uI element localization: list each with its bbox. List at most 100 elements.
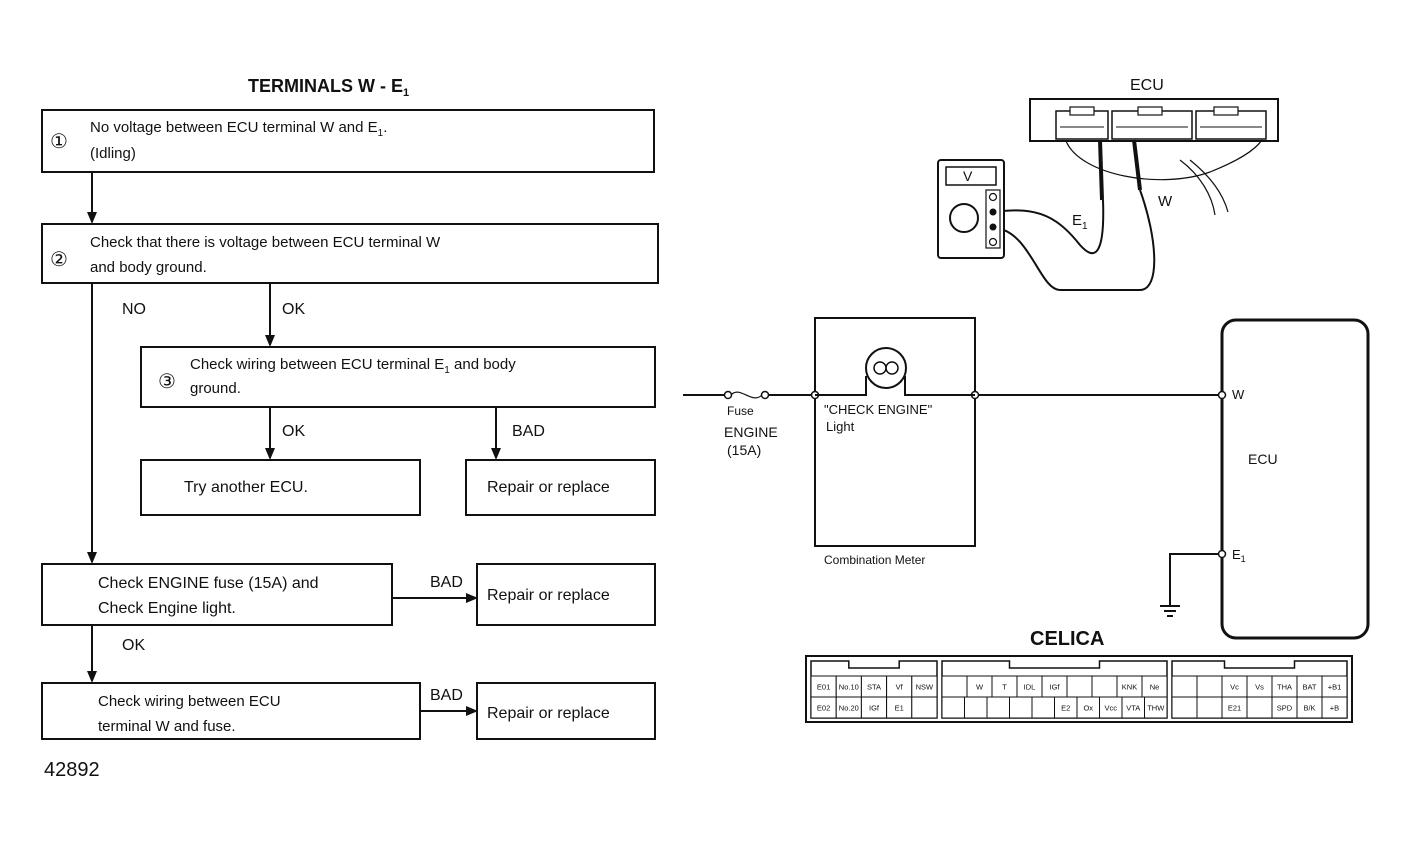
connector-pin-label: THW — [1147, 704, 1165, 713]
arrow-1-2-head — [87, 212, 97, 224]
connector-pin-cell — [1196, 675, 1223, 698]
connector-pin-cell — [941, 675, 968, 698]
connector-pin-cell — [1321, 696, 1348, 719]
step2-number: ② — [50, 249, 68, 271]
ecu-unit-illustration — [1029, 98, 1279, 216]
fuse-terminal-right — [760, 390, 770, 400]
arrow-4-ok-head — [87, 671, 97, 683]
step2-box — [41, 223, 659, 284]
repair-text-2: Repair or replace — [487, 587, 610, 604]
connector-pin-cell — [1066, 675, 1093, 698]
arrow-3-ok-head — [265, 448, 275, 460]
label-bad-2: BAD — [430, 574, 463, 591]
ecu-illustration-label: ECU — [1130, 77, 1164, 94]
label-ok-1: OK — [282, 301, 305, 318]
label-bad-3: BAD — [430, 687, 463, 704]
step2-line1: Check that there is voltage between ECU … — [90, 234, 441, 251]
connector-pin-cell — [1246, 696, 1273, 719]
step1-number: ① — [50, 131, 68, 153]
repair-box-2 — [476, 563, 656, 626]
connector-pin-label: THA — [1277, 683, 1292, 692]
connector-pin-cell — [1091, 675, 1118, 698]
arrow-no-head — [87, 552, 97, 564]
connector-pin-label: IGf — [1049, 683, 1060, 692]
step2-line2: and body ground. — [90, 259, 207, 276]
connector-pin-label: +B — [1330, 704, 1339, 713]
meter-label: Combination Meter — [824, 553, 925, 567]
step4-line2: Check Engine light. — [98, 600, 236, 617]
connector-pin-label: Vc — [1230, 683, 1239, 692]
connector-pin-cell — [1196, 696, 1223, 719]
connector-pin-label: No.20 — [839, 704, 859, 713]
connector-pin-label: E01 — [817, 683, 830, 692]
connector-pin-cell — [1144, 696, 1168, 719]
amp-label: (15A) — [727, 442, 761, 458]
connector-pin-label: Ox — [1083, 704, 1093, 713]
voltmeter-icon — [937, 159, 1005, 259]
try-ecu-text: Try another ECU. — [184, 479, 308, 496]
connector-pin-label: Vs — [1255, 683, 1264, 692]
probe-e-label: E1 — [1072, 212, 1088, 232]
connector-pin-label: +B1 — [1328, 683, 1342, 692]
terminal-w-label: W — [1232, 387, 1245, 402]
connector-pin-label: T — [1002, 683, 1007, 692]
connector-pin-cell — [986, 696, 1010, 719]
step5-box — [41, 682, 421, 740]
connector-pin-cell — [1171, 696, 1198, 719]
label-ok-2: OK — [282, 423, 305, 440]
connector-pin-cell — [941, 696, 965, 719]
connector-pin-label: E21 — [1228, 704, 1241, 713]
step3-line2: ground. — [190, 380, 241, 397]
step3-box — [140, 346, 656, 408]
step1-box — [41, 109, 655, 173]
connector-pin-label: Vf — [896, 683, 904, 692]
ecu-schematic-label: ECU — [1248, 451, 1278, 467]
connector-pin-label: B/K — [1303, 704, 1315, 713]
fuse-symbol — [730, 391, 763, 399]
repair-text-3: Repair or replace — [487, 705, 610, 722]
connector-pin-label: SPD — [1277, 704, 1293, 713]
connector-pin-cell — [964, 696, 988, 719]
step3-line1: Check wiring between ECU terminal E1 and… — [190, 356, 516, 376]
connector-pin-label: STA — [867, 683, 881, 692]
connector-pin-label: VTA — [1126, 704, 1140, 713]
connector-pin-label: E1 — [895, 704, 904, 713]
figure-number: 42892 — [44, 759, 100, 781]
connector-pin-label: No.10 — [839, 683, 859, 692]
probe-w-label: W — [1158, 193, 1173, 210]
connector-pin-label: IDL — [1024, 683, 1036, 692]
arrow-2-3-head — [265, 335, 275, 347]
repair-text-1: Repair or replace — [487, 479, 610, 496]
connector-pin-label: Vcc — [1104, 704, 1117, 713]
connector-title: CELICA — [1030, 628, 1104, 650]
step4-line1: Check ENGINE fuse (15A) and — [98, 575, 319, 592]
terminal-e-label: E1 — [1232, 547, 1246, 564]
arrow-4-bad-head — [466, 593, 478, 603]
ground-icon — [1160, 605, 1180, 617]
step1-line1: No voltage between ECU terminal W and E1… — [90, 119, 387, 139]
connector-pin-cell — [1009, 696, 1033, 719]
engine-label: ENGINE — [724, 424, 778, 440]
connector-pin-cell — [1171, 675, 1198, 698]
connector-pin-cell — [1031, 696, 1055, 719]
try-ecu-box — [140, 459, 421, 516]
ecu-terminal-w — [1217, 390, 1227, 400]
step1-line2: (Idling) — [90, 145, 136, 162]
connector-pin-label: W — [976, 683, 984, 692]
step5-line2: terminal W and fuse. — [98, 718, 236, 735]
connector-pin-label: E02 — [817, 704, 830, 713]
step5-line1: Check wiring between ECU — [98, 693, 281, 710]
step4-box — [41, 563, 393, 626]
connector-pin-label: NSW — [916, 683, 934, 692]
connector-pin-label: BAT — [1302, 683, 1316, 692]
probe-e1 — [1098, 139, 1104, 201]
label-ok-3: OK — [122, 637, 145, 654]
connector-pin-label: E2 — [1061, 704, 1070, 713]
label-no: NO — [122, 301, 146, 318]
connector-pin-cell — [911, 696, 938, 719]
